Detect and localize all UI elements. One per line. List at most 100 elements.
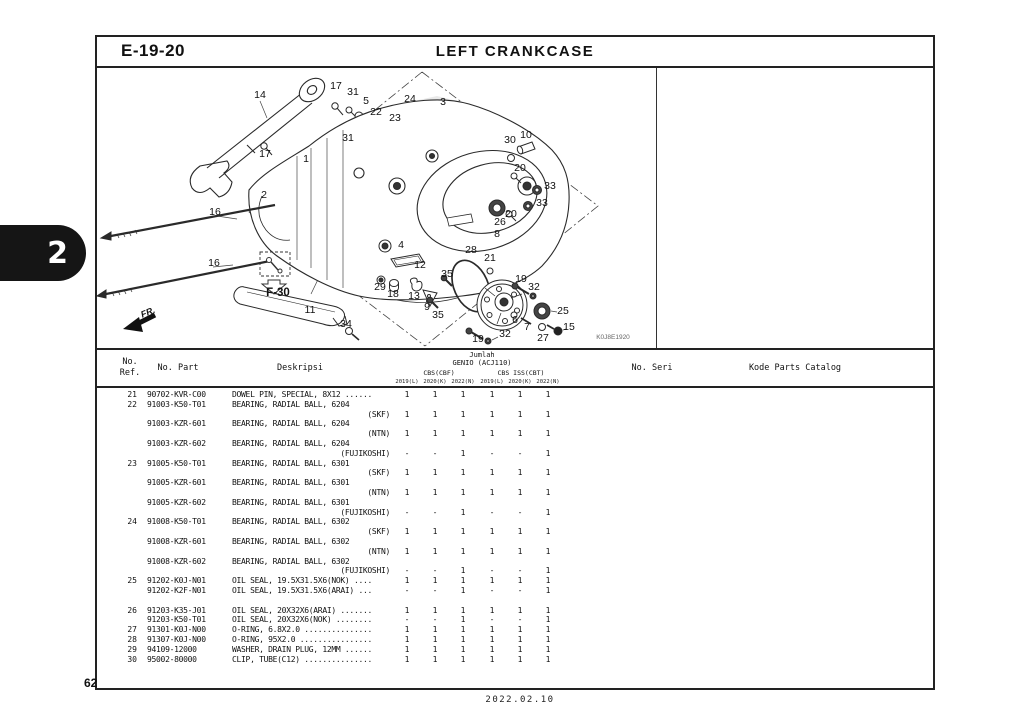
cell-qty: 1 <box>545 635 551 644</box>
cell-qty: 1 <box>460 605 466 615</box>
col-group-cbs-iss: CBS ISS(CBT) <box>497 369 545 377</box>
cell-qty: 1 <box>517 546 523 556</box>
cell-qty: 1 <box>460 615 466 625</box>
cell-qty: - <box>517 586 523 595</box>
cell-description: OIL SEAL, 19.5X31.5X6(ARAI) ... <box>232 586 373 595</box>
callout-label: 24 <box>404 93 416 105</box>
cell-qty: - <box>489 448 495 458</box>
cell-supplier: (FUJIKOSHI) <box>340 448 390 458</box>
callout-label: 7 <box>524 321 530 333</box>
cell-qty: 1 <box>460 409 466 419</box>
cell-part-number: 91003-KZR-601 <box>147 419 206 429</box>
col-year: 2022(N) <box>451 379 475 385</box>
cell-qty: 1 <box>545 390 551 399</box>
cell-qty: 1 <box>545 409 551 419</box>
cell-qty: 1 <box>517 468 523 478</box>
callout-label: 26 <box>494 216 506 228</box>
callout-label: 16 <box>209 206 221 218</box>
cell-qty: 1 <box>432 468 438 478</box>
callout-label: 17 <box>330 80 342 92</box>
cell-qty: 1 <box>545 625 551 635</box>
cell-qty: 1 <box>432 488 438 497</box>
cell-qty: 1 <box>545 488 551 497</box>
cell-qty: 1 <box>432 429 438 439</box>
cell-qty: - <box>517 448 523 458</box>
cell-qty: 1 <box>489 409 495 419</box>
cell-qty: 1 <box>432 409 438 419</box>
cell-qty: - <box>489 566 495 576</box>
cell-qty: 1 <box>545 605 551 615</box>
cell-qty: 1 <box>460 527 466 537</box>
col-ref-line2: Ref. <box>119 368 141 378</box>
cell-qty: 1 <box>517 429 523 439</box>
cell-qty: 1 <box>432 576 438 586</box>
stud-16-pair <box>97 203 276 299</box>
callout-label: 14 <box>254 89 266 101</box>
cell-qty: 1 <box>517 527 523 537</box>
cell-description: O-RING, 95X2.0 ................ <box>232 635 373 644</box>
cell-ref: 21 <box>127 390 137 399</box>
cell-qty: 1 <box>517 635 523 644</box>
cell-ref: 22 <box>127 399 137 409</box>
f30-reference <box>259 251 291 295</box>
col-kode: Kode Parts Catalog <box>748 363 842 373</box>
cell-qty: 1 <box>489 625 495 635</box>
cell-part-number: 91005-K50-T01 <box>147 458 206 468</box>
cell-supplier: (NTN) <box>367 546 390 556</box>
cell-qty: - <box>432 615 438 625</box>
callout-label: 30 <box>504 134 516 146</box>
cell-qty: 1 <box>545 507 551 517</box>
cell-description: BEARING, RADIAL BALL, 6204 <box>232 439 350 448</box>
cell-part-number: 91005-KZR-601 <box>147 478 206 488</box>
cell-qty: 1 <box>517 390 523 399</box>
callout-label: 31 <box>342 132 354 144</box>
cell-qty: 1 <box>489 390 495 399</box>
cell-qty: 1 <box>432 390 438 399</box>
cell-qty: - <box>432 586 438 595</box>
cell-qty: 1 <box>460 507 466 517</box>
cell-qty: 1 <box>460 576 466 586</box>
callout-label: 27 <box>537 332 549 344</box>
cell-qty: 1 <box>517 409 523 419</box>
cell-supplier: (NTN) <box>367 488 390 497</box>
cell-qty: 1 <box>460 586 466 595</box>
col-group-cbs: CBS(CBF) <box>423 369 455 377</box>
column-divider <box>656 68 657 348</box>
section-code: E-19-20 <box>121 41 185 60</box>
cell-qty: 1 <box>432 527 438 537</box>
callout-label: 19 <box>472 333 484 345</box>
main-crankcase <box>248 99 570 303</box>
cell-qty: 1 <box>432 605 438 615</box>
cell-qty: 1 <box>489 429 495 439</box>
cell-qty: - <box>432 566 438 576</box>
callout-label: 13 <box>408 290 420 302</box>
table-row: (FUJIKOSHI)--1--1 <box>97 566 933 576</box>
callout-label: 25 <box>557 305 569 317</box>
col-year: 2020(K) <box>423 379 447 385</box>
cell-part-number: 94109-12000 <box>147 644 197 654</box>
cell-supplier: (SKF) <box>367 409 390 419</box>
cell-qty: 1 <box>489 644 495 654</box>
col-jumlah: Jumlah <box>469 351 495 359</box>
cell-qty: 1 <box>432 654 438 664</box>
cell-qty: 1 <box>545 644 551 654</box>
cell-supplier: (NTN) <box>367 429 390 439</box>
cell-qty: 1 <box>404 635 410 644</box>
part-11-bracket <box>233 286 360 341</box>
callout-label: F-30 <box>266 287 290 299</box>
callout-label: 8 <box>494 228 500 240</box>
callout-label: 31 <box>347 86 359 98</box>
cell-qty: - <box>404 586 410 595</box>
cell-qty: 1 <box>545 468 551 478</box>
callout-label: 23 <box>389 112 401 124</box>
